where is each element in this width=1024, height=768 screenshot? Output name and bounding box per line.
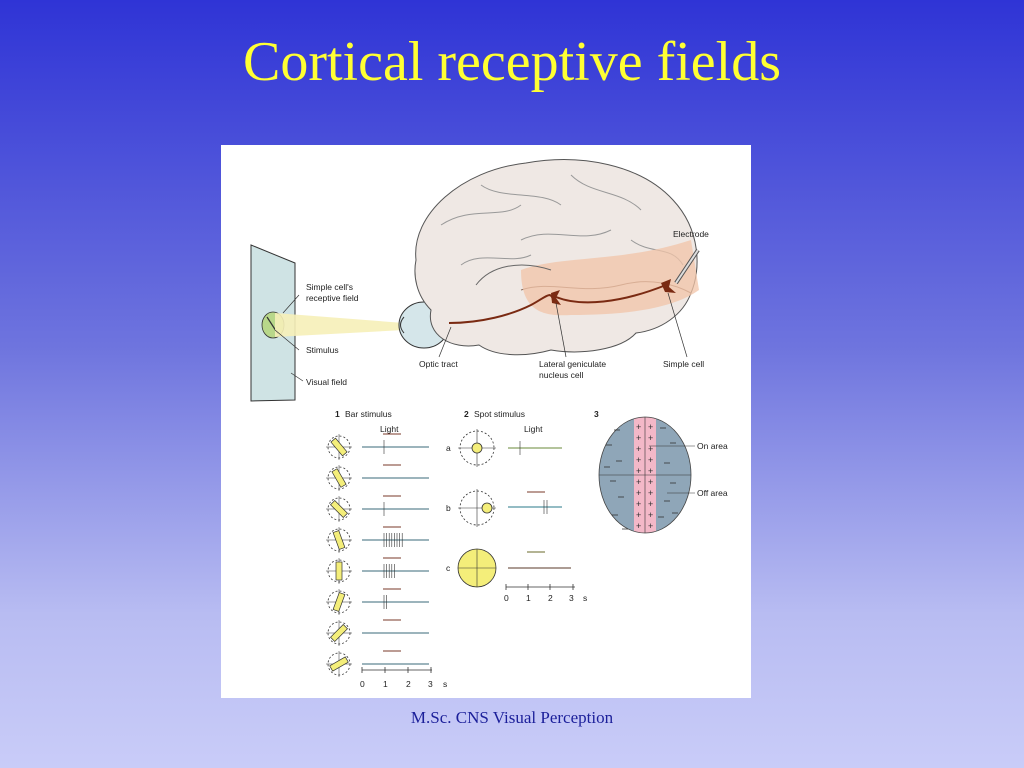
- svg-text:+: +: [648, 422, 653, 432]
- svg-text:+: +: [636, 499, 641, 509]
- bar-stimulus-row: [326, 557, 429, 584]
- panel2-light-label: Light: [524, 424, 543, 434]
- svg-text:+: +: [648, 488, 653, 498]
- simple-cell-rf-label-1: Simple cell's: [306, 282, 353, 292]
- panel1-light-label: Light: [380, 424, 399, 434]
- svg-text:+: +: [648, 455, 653, 465]
- receptive-field-map: ++++++++++++++++++++: [598, 416, 695, 534]
- spot-stimulus-b: [458, 489, 496, 527]
- svg-text:+: +: [636, 433, 641, 443]
- simple-cell-label: Simple cell: [663, 359, 704, 369]
- on-area-label: On area: [697, 441, 728, 451]
- panel2-traces: [508, 441, 571, 569]
- optic-tract-label: Optic tract: [419, 359, 458, 369]
- bar-stimulus-row: [326, 495, 429, 522]
- bar-stimulus-icon: [331, 468, 347, 488]
- panel2-tick-0: 0: [504, 593, 509, 603]
- panel2-time-axis: 0 1 2 3 s: [504, 584, 587, 603]
- svg-text:+: +: [636, 510, 641, 520]
- bar-stimulus-icon: [330, 624, 348, 642]
- panel1-time-axis: 0 1 2 3 s: [360, 667, 447, 689]
- simple-cell-rf-label-2: receptive field: [306, 293, 359, 303]
- bar-stimulus-row: [326, 650, 429, 677]
- lgn-label-2: nucleus cell: [539, 370, 584, 380]
- bar-stimulus-icon: [329, 656, 349, 672]
- lgn-label-1: Lateral geniculate: [539, 359, 606, 369]
- bar-stimulus-row: [326, 619, 429, 646]
- bar-stimulus-row: [326, 464, 429, 491]
- panel2-row-c: c: [446, 563, 451, 573]
- bar-stimulus-icon: [332, 592, 346, 612]
- svg-text:+: +: [648, 510, 653, 520]
- panel1-tick-2: 2: [406, 679, 411, 689]
- svg-text:+: +: [636, 444, 641, 454]
- panel1-tick-0: 0: [360, 679, 365, 689]
- bar-stimulus-icon: [330, 437, 348, 457]
- panel2-tick-3: 3: [569, 593, 574, 603]
- panel2-tick-1: 1: [526, 593, 531, 603]
- panel2-row-a: a: [446, 443, 451, 453]
- svg-text:+: +: [648, 466, 653, 476]
- leader-lines: [274, 292, 688, 382]
- brain: [414, 159, 699, 356]
- spot-stimulus-c: [457, 548, 497, 588]
- simple-cell-shape: [661, 279, 676, 293]
- bar-stimulus-icon: [335, 561, 343, 581]
- svg-text:+: +: [648, 477, 653, 487]
- receptive-field-figure: Electrode Simple cell's receptive field …: [221, 145, 751, 698]
- panel1-title: Bar stimulus: [345, 409, 392, 419]
- spot-stimulus-a: [458, 429, 496, 467]
- svg-text:+: +: [648, 444, 653, 454]
- lgn-cell-shape: [551, 290, 561, 305]
- svg-text:+: +: [636, 422, 641, 432]
- panel1-number: 1: [335, 409, 340, 419]
- electrode: [674, 248, 700, 285]
- bar-stimulus-icon: [330, 500, 348, 518]
- figure-svg: Electrode Simple cell's receptive field …: [250, 159, 728, 689]
- panel1-tick-1: 1: [383, 679, 388, 689]
- panel1-tick-unit: s: [443, 679, 447, 689]
- off-area-label: Off area: [697, 488, 728, 498]
- slide-title: Cortical receptive fields: [243, 31, 781, 93]
- panel3-number: 3: [594, 409, 599, 419]
- panel2-title: Spot stimulus: [474, 409, 525, 419]
- svg-text:+: +: [648, 499, 653, 509]
- visual-field-label: Visual field: [306, 377, 347, 387]
- panel1-tick-3: 3: [428, 679, 433, 689]
- bar-stimulus-row: [326, 433, 429, 460]
- svg-text:+: +: [636, 466, 641, 476]
- svg-text:+: +: [648, 433, 653, 443]
- stimulus-label: Stimulus: [306, 345, 339, 355]
- bar-stimulus-icon: [332, 530, 346, 550]
- bar-stimulus-row: [326, 526, 429, 553]
- bar-stimulus-row: [326, 588, 429, 615]
- svg-text:+: +: [636, 521, 641, 531]
- svg-text:+: +: [636, 477, 641, 487]
- off-area-minus-signs: [604, 427, 678, 530]
- svg-text:+: +: [636, 488, 641, 498]
- panel2-tick-unit: s: [583, 593, 587, 603]
- panel2-number: 2: [464, 409, 469, 419]
- svg-text:+: +: [648, 521, 653, 531]
- panel2-row-b: b: [446, 503, 451, 513]
- electrode-label: Electrode: [673, 229, 709, 239]
- panel2-tick-2: 2: [548, 593, 553, 603]
- svg-text:+: +: [636, 455, 641, 465]
- slide-footer: M.Sc. CNS Visual Perception: [410, 708, 614, 727]
- panel1-rows: [326, 433, 429, 677]
- on-area-plus-signs: ++++++++++++++++++++: [636, 422, 653, 531]
- light-beam: [275, 313, 404, 337]
- visual-pathway: [448, 279, 676, 324]
